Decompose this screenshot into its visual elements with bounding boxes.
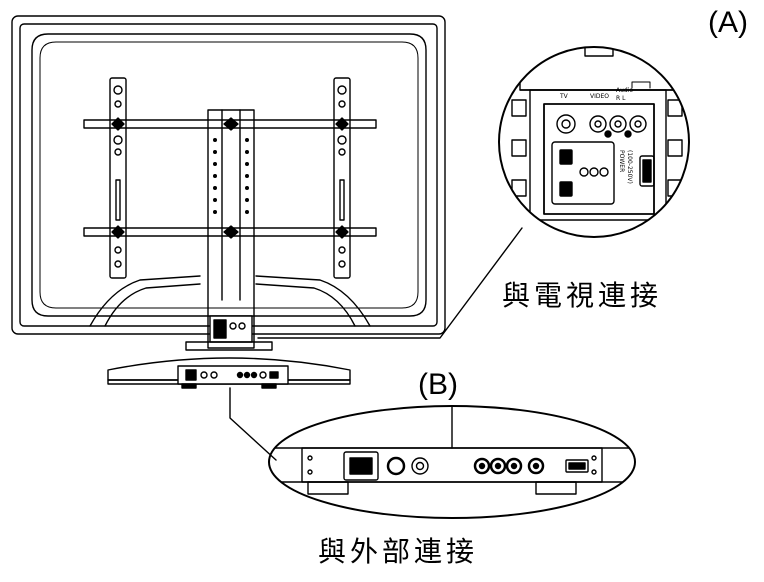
detail-ellipse-b xyxy=(268,405,636,519)
port-label-audio-channels: R L xyxy=(616,95,626,102)
panel-label-a: (A) xyxy=(708,6,748,39)
panel-label-b: (B) xyxy=(418,368,458,401)
detail-circle-a xyxy=(498,46,690,238)
stand-column xyxy=(207,109,255,349)
left-rail xyxy=(109,77,127,279)
port-label-voltage: (100-250V) xyxy=(626,150,633,184)
tv-base xyxy=(107,341,351,389)
callout-line-b xyxy=(229,387,277,461)
tv-outer-frame xyxy=(11,15,446,335)
caption-tv-connection: 與電視連接 xyxy=(502,279,663,312)
stand-arc xyxy=(89,275,201,327)
port-label-video: VIDEO xyxy=(590,93,609,100)
caption-external-connection: 與外部連接 xyxy=(318,535,479,568)
tv-back-panel xyxy=(31,33,427,317)
port-label-power: POWER xyxy=(618,150,625,172)
port-label-tv: TV xyxy=(559,93,569,100)
right-rail xyxy=(333,77,351,279)
tv-bezel-inner xyxy=(19,23,438,327)
tv-back-view xyxy=(11,15,446,389)
callout-line-a xyxy=(257,227,523,339)
port-label-audio: Audio xyxy=(616,87,633,94)
